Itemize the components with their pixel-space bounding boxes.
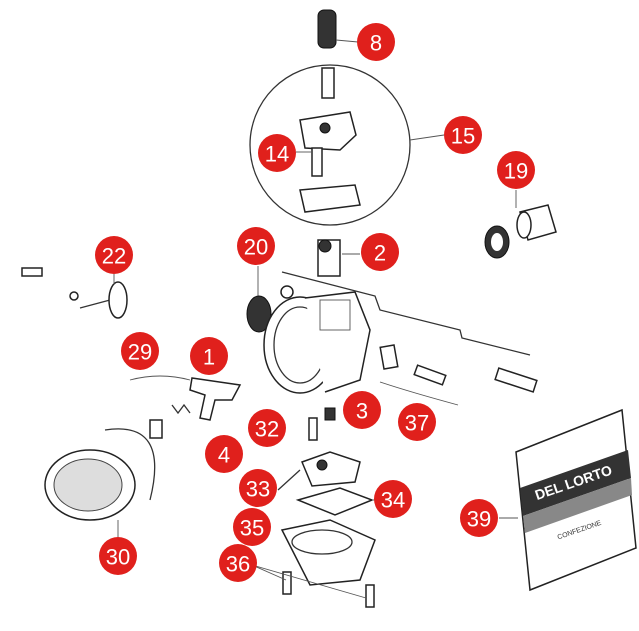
- part-label-35: 35: [233, 508, 271, 546]
- label-number: 8: [370, 31, 382, 56]
- label-number: 34: [381, 488, 405, 513]
- part-label-15: 15: [444, 116, 482, 154]
- carburetor-body: [263, 271, 531, 394]
- label-number: 30: [106, 545, 130, 570]
- part-20-filter-disc: [246, 266, 294, 333]
- part-22-screw-assembly: [21, 267, 128, 319]
- part-label-1: 1: [190, 337, 228, 375]
- part-label-33: 33: [239, 469, 277, 507]
- label-badge-circle: [497, 151, 535, 189]
- label-number: 2: [374, 241, 386, 266]
- label-number: 20: [244, 235, 268, 260]
- label-badge-circle: [233, 508, 271, 546]
- part-8-cap: [317, 9, 359, 49]
- label-number: 32: [255, 417, 279, 442]
- label-badge-circle: [248, 409, 286, 447]
- label-badge-circle: [190, 337, 228, 375]
- part-label-29: 29: [121, 332, 159, 370]
- label-badge-circle: [99, 537, 137, 575]
- label-badge-circle: [95, 236, 133, 274]
- part-1-bracket: [129, 375, 242, 439]
- part-label-8: 8: [357, 23, 395, 61]
- part-label-20: 20: [237, 227, 275, 265]
- label-number: 3: [356, 399, 368, 424]
- part-label-36: 36: [219, 544, 257, 582]
- part-label-2: 2: [361, 233, 399, 271]
- part-label-34: 34: [374, 480, 412, 518]
- label-badge-circle: [460, 499, 498, 537]
- label-badge-circle: [343, 391, 381, 429]
- label-number: 33: [246, 477, 270, 502]
- label-number: 19: [504, 159, 528, 184]
- label-number: 1: [203, 345, 215, 370]
- part-39-kit-bag: DEL LORTO CONFEZIONE: [499, 408, 637, 592]
- label-number: 14: [265, 142, 289, 167]
- part-35-float-bowl: [251, 519, 376, 608]
- part-34-gasket: [295, 487, 375, 516]
- part-label-4: 4: [205, 435, 243, 473]
- label-badge-circle: [398, 403, 436, 441]
- part-30-air-filter: [44, 428, 156, 537]
- label-number: 36: [226, 552, 250, 577]
- part-2-cover: [317, 239, 360, 277]
- label-badge-circle: [258, 134, 296, 172]
- part-label-37: 37: [398, 403, 436, 441]
- label-badge-circle: [239, 469, 277, 507]
- part-label-14: 14: [258, 134, 296, 172]
- label-badge-circle: [374, 480, 412, 518]
- label-number: 37: [405, 411, 429, 436]
- part-15-throttle-assembly: [249, 64, 445, 226]
- screws-37: [379, 344, 538, 406]
- label-badge-circle: [121, 332, 159, 370]
- part-label-39: 39: [460, 499, 498, 537]
- part-label-30: 30: [99, 537, 137, 575]
- label-badge-circle: [205, 435, 243, 473]
- label-number: 35: [240, 516, 264, 541]
- label-number: 4: [218, 443, 230, 468]
- part-label-22: 22: [95, 236, 133, 274]
- label-number: 22: [102, 244, 126, 269]
- part-label-3: 3: [343, 391, 381, 429]
- label-number: 15: [451, 124, 475, 149]
- part-label-32: 32: [248, 409, 286, 447]
- label-badge-circle: [357, 23, 395, 61]
- label-number: 39: [467, 507, 491, 532]
- label-badge-circle: [361, 233, 399, 271]
- label-number: 29: [128, 340, 152, 365]
- label-badge-circle: [444, 116, 482, 154]
- needle-jet-parts: [277, 407, 361, 491]
- part-label-19: 19: [497, 151, 535, 189]
- part-19-sleeve: [484, 190, 557, 259]
- label-badge-circle: [219, 544, 257, 582]
- label-badge-circle: [237, 227, 275, 265]
